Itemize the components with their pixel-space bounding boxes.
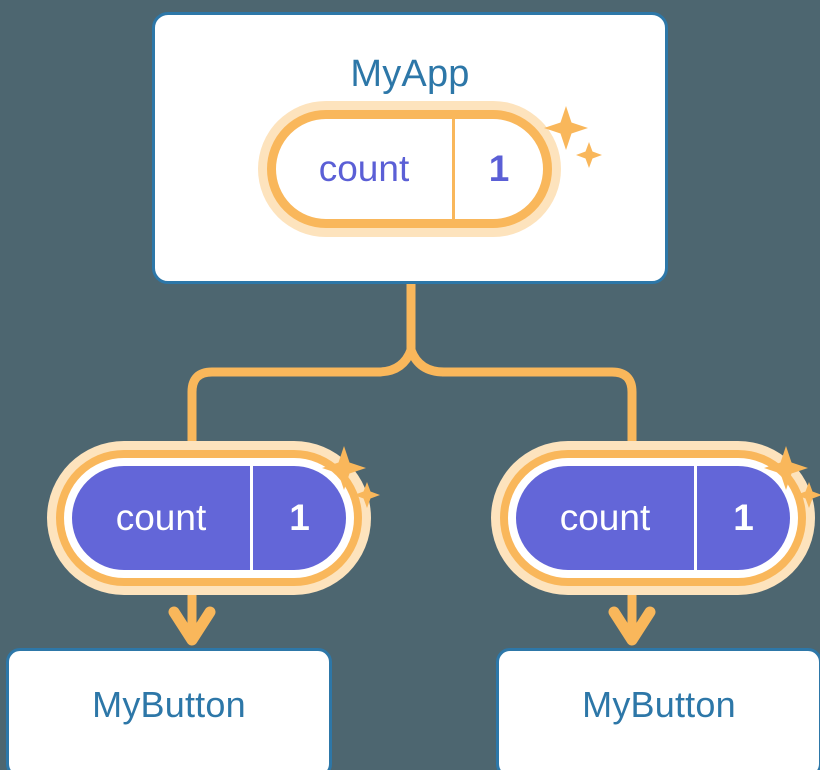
child-state-pill-right[interactable]: count 1: [512, 462, 794, 574]
child-state-value-left: 1: [289, 497, 310, 538]
button-card-label-right: MyButton: [582, 684, 736, 725]
page-title: MyApp: [350, 53, 470, 95]
button-card-label-left: MyButton: [92, 684, 246, 725]
child-state-value-right: 1: [733, 497, 754, 538]
branch-connector-left: [187, 367, 380, 462]
branch-connector-right: [442, 367, 637, 462]
button-card-left[interactable]: MyButton: [6, 648, 332, 770]
child-state-pill-left[interactable]: count 1: [68, 462, 350, 574]
arrow-right: [608, 566, 656, 646]
child-state-key-left: count: [115, 497, 207, 538]
app-state-value: 1: [488, 148, 510, 189]
app-state-pill[interactable]: count 1: [267, 110, 552, 228]
branch-peak: [373, 336, 449, 377]
pill-divider: [452, 119, 455, 219]
child-state-key-right: count: [559, 497, 651, 538]
arrow-left: [168, 566, 216, 646]
app-card[interactable]: MyApp: [152, 12, 668, 284]
app-state-key: count: [318, 148, 410, 189]
button-card-right[interactable]: MyButton: [496, 648, 820, 770]
pill-divider: [694, 466, 697, 570]
pill-divider: [250, 466, 253, 570]
